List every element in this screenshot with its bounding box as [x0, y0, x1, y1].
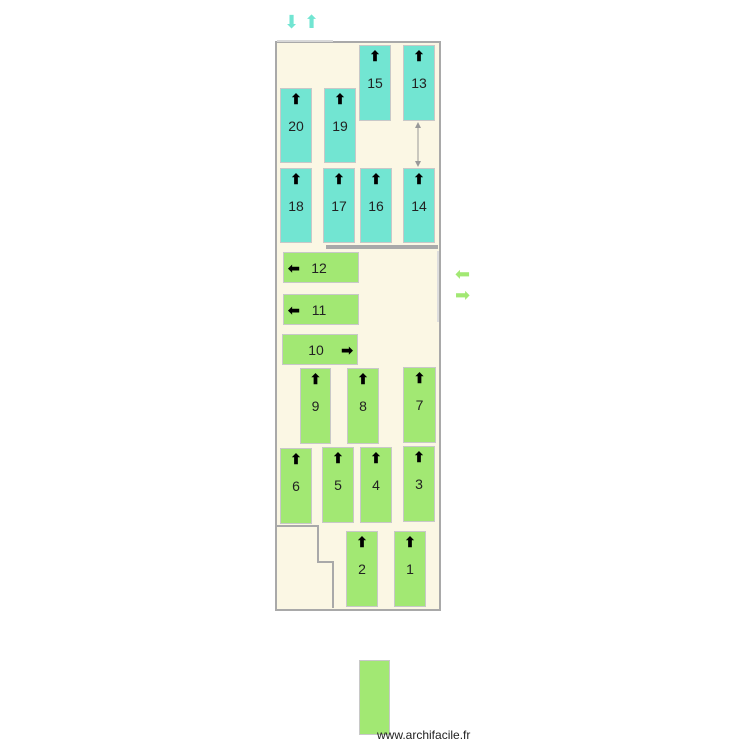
spot-number: 14 [411, 197, 427, 214]
entrance-arrow-up-icon: ⬆ [304, 12, 320, 32]
parking-spot-18: ⬆ 18 [280, 168, 312, 243]
spot-number: 7 [415, 397, 424, 413]
parking-spot-11: ⬅ 11 [283, 294, 359, 325]
spot-number: 17 [331, 197, 347, 214]
parking-spot-4: ⬆4 [360, 447, 392, 523]
parking-spot-outside [359, 660, 390, 735]
arrow-left-icon: ⬅ [288, 260, 300, 276]
spot-number: 10 [308, 341, 324, 358]
arrow-left-icon: ⬅ [288, 302, 300, 318]
arrow-up-icon: ⬆ [413, 48, 425, 64]
spot-number: 11 [311, 301, 327, 318]
spot-number: 20 [288, 117, 304, 134]
parking-spot-17: ⬆ 17 [323, 168, 355, 243]
parking-spot-7: ⬆7 [403, 367, 436, 443]
arrow-up-icon: ⬆ [290, 451, 302, 467]
arrow-up-icon: ⬆ [413, 370, 426, 386]
parking-spot-15: ⬆ 15 [359, 45, 391, 121]
spot-number: 12 [311, 259, 327, 276]
parking-spot-12: ⬅ 12 [283, 252, 359, 283]
arrow-up-icon: ⬆ [332, 450, 344, 466]
partition-wall [326, 245, 438, 249]
arrow-up-icon: ⬆ [413, 171, 425, 187]
arrow-up-icon: ⬆ [369, 48, 381, 64]
inner-room-wall [276, 525, 334, 608]
arrow-up-icon: ⬆ [356, 534, 368, 550]
entrance-arrow-left-icon: ⬅ [455, 264, 471, 284]
spot-number: 5 [334, 477, 342, 493]
parking-spot-10: ➡ 10 [282, 334, 358, 365]
spot-number: 19 [332, 117, 348, 134]
parking-spot-13: ⬆ 13 [403, 45, 435, 121]
arrow-up-icon: ⬆ [290, 171, 302, 187]
parking-spot-1: ⬆1 [394, 531, 426, 607]
parking-spot-14: ⬆ 14 [403, 168, 435, 243]
arrow-up-icon: ⬆ [413, 449, 425, 465]
parking-spot-20: ⬆ 20 [280, 88, 312, 163]
parking-spot-2: ⬆2 [346, 531, 378, 607]
arrow-up-icon: ⬆ [370, 450, 382, 466]
arrow-up-icon: ⬆ [290, 91, 302, 107]
spot-number: 16 [368, 197, 384, 214]
spot-number: 2 [358, 561, 366, 577]
parking-spot-6: ⬆6 [280, 448, 312, 524]
spot-number: 15 [367, 75, 383, 91]
spot-number: 1 [406, 561, 414, 577]
arrow-up-icon: ⬆ [333, 171, 345, 187]
parking-spot-5: ⬆5 [322, 447, 354, 523]
parking-spot-3: ⬆3 [403, 446, 435, 522]
parking-spot-19: ⬆ 19 [324, 88, 356, 163]
entrance-arrow-down-icon: ⬇ [284, 12, 300, 32]
dimension-arrow-up [415, 122, 421, 128]
parking-spot-8: ⬆8 [347, 368, 379, 444]
arrow-up-icon: ⬆ [357, 371, 369, 387]
arrow-up-icon: ⬆ [309, 371, 322, 387]
arrow-up-icon: ⬆ [370, 171, 382, 187]
spot-number: 8 [359, 398, 367, 414]
arrow-up-icon: ⬆ [334, 91, 346, 107]
arrow-up-icon: ⬆ [404, 534, 416, 550]
arrow-right-icon: ➡ [341, 342, 353, 358]
parking-spot-9: ⬆9 [300, 368, 331, 444]
dimension-arrow-down [415, 161, 421, 167]
spot-number: 4 [372, 477, 380, 493]
spot-number: 6 [292, 478, 300, 494]
entrance-arrow-right-icon: ➡ [455, 285, 471, 305]
spot-number: 18 [288, 197, 304, 214]
spot-number: 3 [415, 476, 423, 492]
spot-number: 13 [411, 75, 427, 91]
parking-spot-16: ⬆ 16 [360, 168, 392, 243]
watermark: www.archifacile.fr [377, 728, 471, 742]
spot-number: 9 [311, 398, 320, 414]
